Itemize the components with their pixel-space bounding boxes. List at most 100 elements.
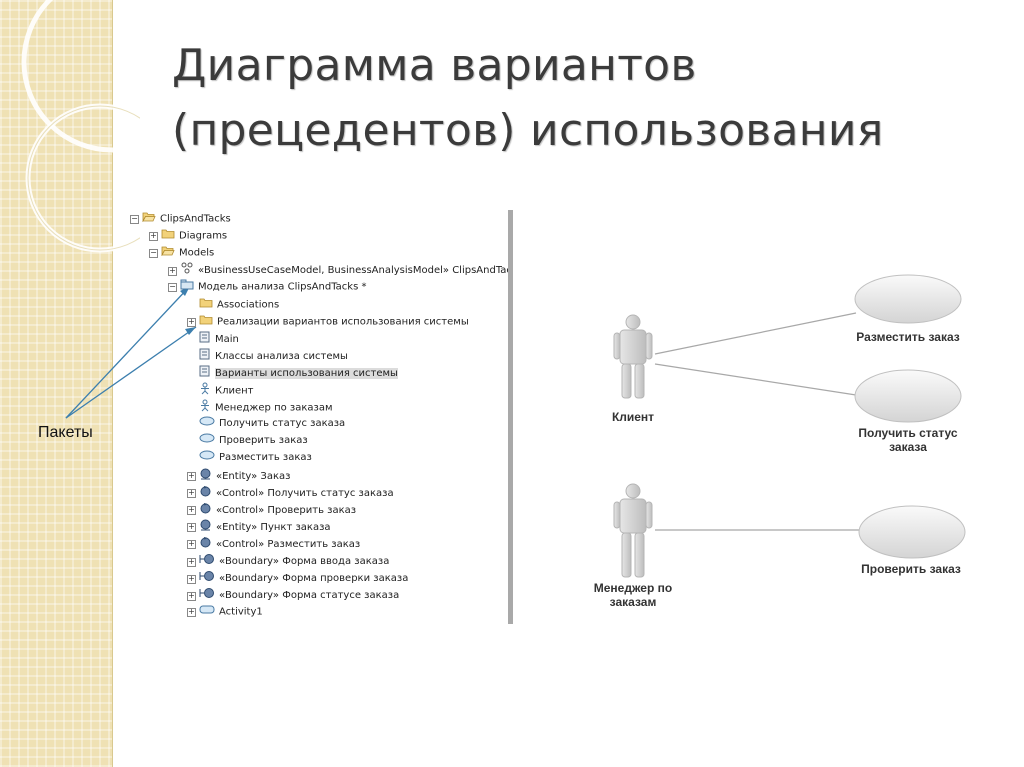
tree-item[interactable]: + «Entity» Заказ xyxy=(187,468,290,484)
boundary-icon xyxy=(199,587,215,605)
tree-item[interactable]: Main xyxy=(187,331,239,347)
folder-icon xyxy=(199,314,213,331)
tree-item-label: «Entity» Пункт заказа xyxy=(216,521,331,533)
tree-item[interactable]: + «Boundary» Форма проверки заказа xyxy=(187,570,408,586)
diagram-icon xyxy=(199,365,211,383)
tree-item[interactable]: + «Control» Разместить заказ xyxy=(187,536,360,552)
actor-client-label: Клиент xyxy=(611,410,655,424)
actor-icon xyxy=(199,399,211,418)
tree-item-label: «Control» Разместить заказ xyxy=(216,538,361,550)
tree-expand-icon[interactable]: + xyxy=(187,471,196,481)
tree-item-label: Варианты использования системы xyxy=(215,367,398,379)
tree-item-label: Разместить заказ xyxy=(219,452,312,464)
usecase-icon xyxy=(199,433,215,449)
tree-item-label: Классы анализа системы xyxy=(215,350,348,362)
activity-icon xyxy=(199,604,215,621)
tree-expand-icon[interactable]: + xyxy=(187,556,196,567)
tree-item[interactable]: Associations xyxy=(187,297,279,313)
tree-item-label: «Entity» Заказ xyxy=(216,470,291,482)
tree-collapse-icon[interactable]: − xyxy=(149,248,158,259)
tree-item-label: Получить статус заказа xyxy=(219,418,346,430)
tree-item[interactable]: + «BusinessUseCaseModel, BusinessAnalysis… xyxy=(168,262,508,278)
boundary-icon xyxy=(199,553,215,571)
tree-item[interactable]: Проверить заказ xyxy=(187,433,308,449)
tree-item[interactable]: − Models xyxy=(149,245,214,261)
tree-expand-icon[interactable]: + xyxy=(187,505,196,516)
usecase-icon xyxy=(199,416,215,432)
tree-expand-icon[interactable]: + xyxy=(187,522,196,533)
tree-item-label: Реализации вариантов использования систе… xyxy=(217,316,469,328)
folder-icon xyxy=(161,228,175,245)
tree-collapse-icon[interactable]: − xyxy=(130,214,139,224)
slide-title-line-1: Диаграмма вариантов xyxy=(172,40,697,91)
decorative-rings xyxy=(21,0,140,253)
tree-item[interactable]: Разместить заказ xyxy=(187,450,312,466)
tree-item[interactable]: Получить статус заказа xyxy=(187,416,345,432)
use-case-check-order-label: Проверить заказ xyxy=(861,562,961,576)
tree-item[interactable]: Клиент xyxy=(187,382,254,398)
association-line xyxy=(654,312,857,355)
tree-collapse-icon[interactable]: − xyxy=(168,282,177,293)
tree-item-label: Проверить заказ xyxy=(219,435,308,447)
tree-item-label: «BusinessUseCaseModel, BusinessAnalysisM… xyxy=(198,265,508,277)
use-case-place-order-label: Разместить заказ xyxy=(856,330,960,344)
actor-icon xyxy=(199,382,211,401)
diagram-icon xyxy=(199,331,211,349)
model-icon xyxy=(180,262,194,280)
entity-icon xyxy=(199,468,212,486)
actor-client[interactable] xyxy=(613,314,653,399)
boundary-icon xyxy=(199,570,215,588)
packets-callout-label: Пакеты xyxy=(38,424,93,441)
tree-item[interactable]: + Activity1 xyxy=(187,604,263,620)
entity-icon xyxy=(199,519,212,537)
package-icon xyxy=(180,279,194,296)
actor-order-manager[interactable] xyxy=(613,483,653,578)
control-icon xyxy=(199,485,212,503)
tree-expand-icon[interactable]: + xyxy=(187,607,196,618)
control-icon xyxy=(199,502,212,520)
folder-open-icon xyxy=(161,245,175,262)
tree-item[interactable]: Классы анализа системы xyxy=(187,348,348,364)
tree-item[interactable]: + «Boundary» Форма статусе заказа xyxy=(187,587,399,603)
tree-item-label: Models xyxy=(179,247,215,259)
tree-item-label: Activity1 xyxy=(219,606,263,618)
tree-item[interactable]: +«Control» Проверить заказ xyxy=(187,502,356,518)
tree-expand-icon[interactable]: + xyxy=(187,539,196,550)
folder-icon xyxy=(199,297,213,314)
tree-item[interactable]: +«Boundary» Форма ввода заказа xyxy=(187,553,389,569)
tree-item-label: «Boundary» Форма проверки заказа xyxy=(219,573,409,585)
tree-item-label: «Control» Получить статус заказа xyxy=(216,487,394,499)
tree-item[interactable]: Менеджер по заказам xyxy=(187,399,333,415)
tree-item-label: ClipsAndTacks xyxy=(160,213,231,225)
tree-item-label: «Boundary» Форма статусе заказа xyxy=(219,590,400,602)
tree-expand-icon[interactable]: + xyxy=(187,316,196,327)
tree-item[interactable]: Варианты использования системы xyxy=(187,365,398,381)
tree-item[interactable]: − ClipsAndTacks xyxy=(130,211,231,227)
use-case-get-order-status[interactable] xyxy=(854,369,962,423)
use-case-check-order[interactable] xyxy=(858,505,966,559)
tree-item-label: Менеджер по заказам xyxy=(215,402,333,414)
tree-item[interactable]: + Diagrams xyxy=(149,228,227,244)
tree-item[interactable]: + «Entity» Пункт заказа xyxy=(187,519,331,535)
tree-item-label: Main xyxy=(215,333,239,345)
tree-expand-icon[interactable]: + xyxy=(187,573,196,584)
tree-expand-icon[interactable]: + xyxy=(168,265,177,276)
tree-item-label: Diagrams xyxy=(179,230,228,242)
tree-item-label: Клиент xyxy=(215,385,254,397)
control-icon xyxy=(199,536,212,554)
tree-item-label: Модель анализа ClipsAndTacks * xyxy=(198,281,367,293)
actor-order-manager-label: Менеджер по заказам xyxy=(593,581,673,609)
tree-expand-icon[interactable]: + xyxy=(187,590,196,601)
tree-item[interactable]: + «Control» Получить статус заказа xyxy=(187,485,394,501)
use-case-place-order[interactable] xyxy=(854,274,962,324)
tree-item[interactable]: − Модель анализа ClipsAndTacks * xyxy=(168,279,366,295)
model-explorer-tree[interactable]: −ClipsAndTacks+Diagrams−Models+«Business… xyxy=(128,210,508,624)
diagram-icon xyxy=(199,348,211,366)
tree-expand-icon[interactable]: + xyxy=(187,488,196,499)
slide-title-line-2: (прецедентов) использования xyxy=(172,105,884,156)
tree-item-label: Associations xyxy=(217,299,280,310)
tree-scrollbar[interactable] xyxy=(508,210,513,624)
tree-item[interactable]: + Реализации вариантов использования сист… xyxy=(187,314,469,330)
tree-expand-icon[interactable]: + xyxy=(149,231,158,242)
